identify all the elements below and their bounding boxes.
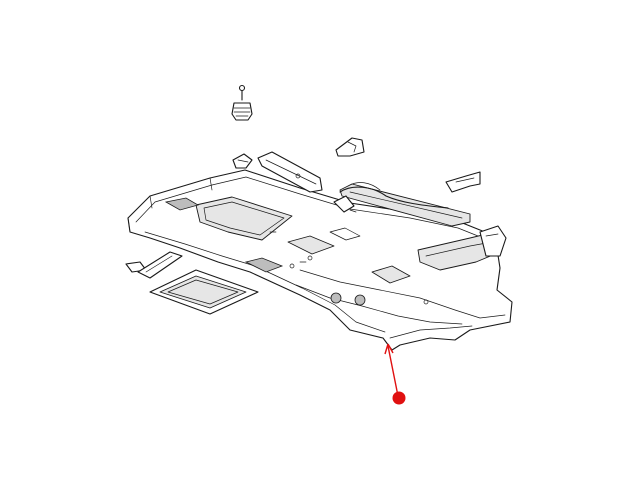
retainer-clip (232, 153, 253, 169)
mounting-bracket-right (445, 171, 481, 193)
sunroof-bracket (137, 251, 183, 279)
screw-fastener (231, 84, 253, 121)
callout-marker-dot[interactable] (392, 391, 406, 405)
part-callout (384, 343, 406, 405)
rear-corner-trim (479, 225, 507, 257)
callout-arrowhead (384, 343, 394, 355)
sunroof-bezel (149, 269, 259, 315)
headliner-clip-details (164, 197, 429, 306)
callout-leader-line (387, 345, 399, 397)
grab-handle-bracket (257, 151, 323, 193)
wire-harness (339, 182, 449, 209)
rear-trim-strip (339, 183, 501, 271)
side-clip (333, 195, 355, 213)
sunroof-opening (195, 196, 293, 241)
mounting-bracket-top (335, 137, 365, 157)
dome-lamp-opening (287, 227, 411, 284)
